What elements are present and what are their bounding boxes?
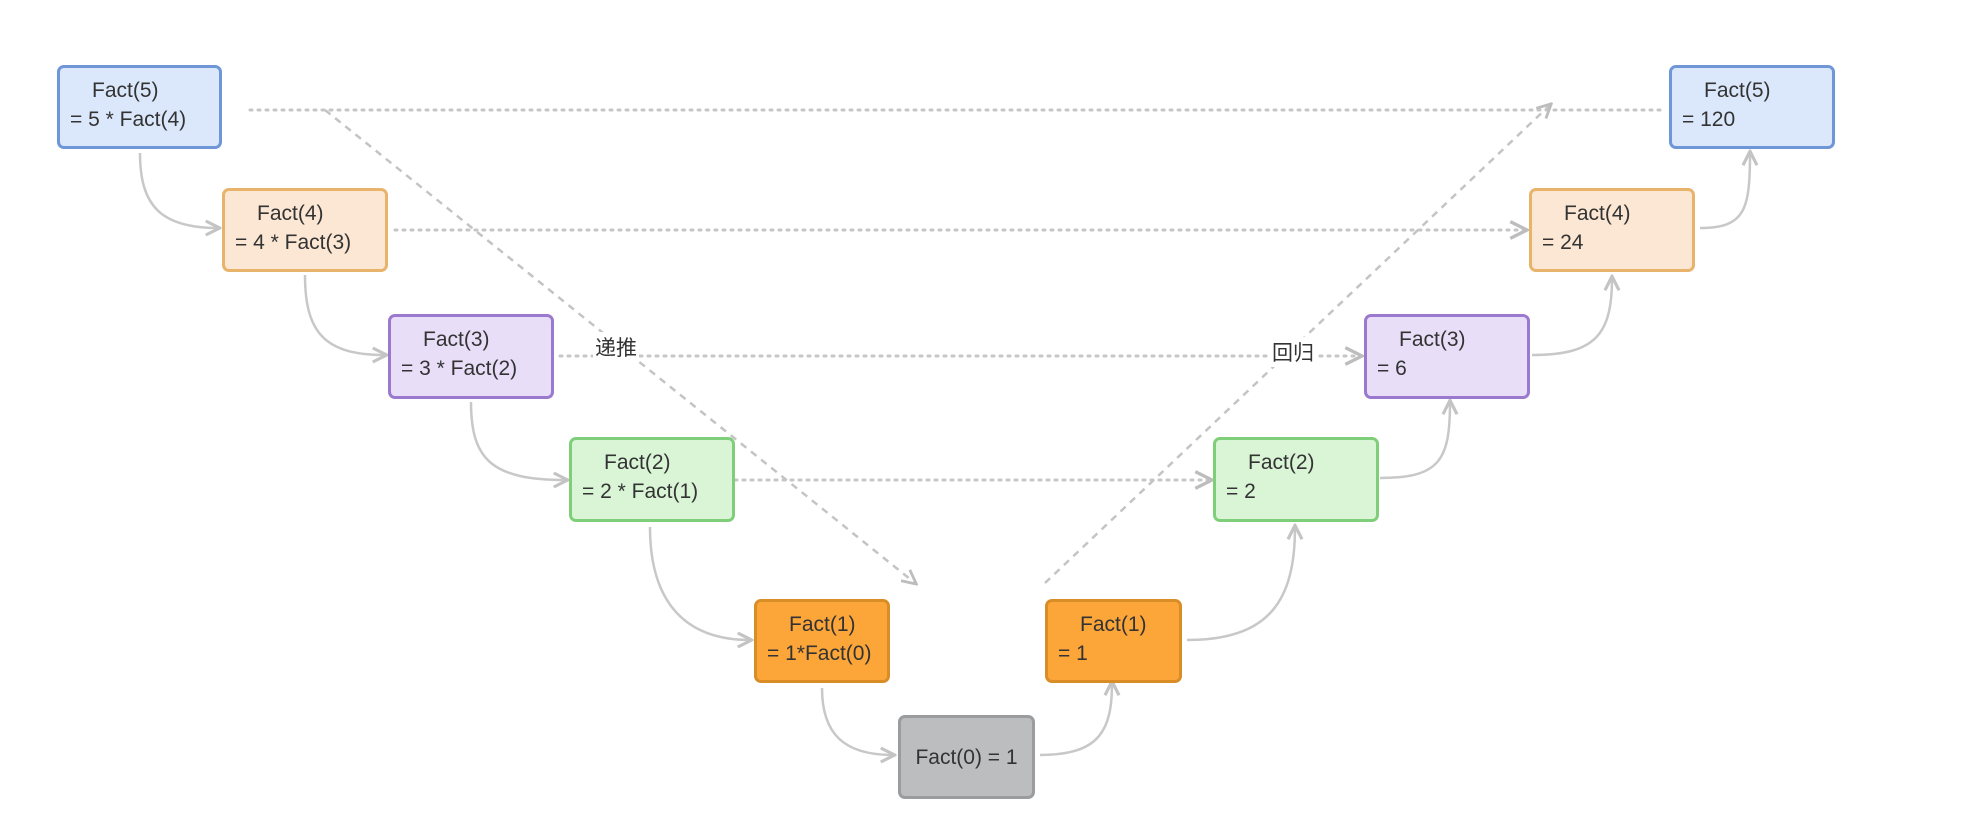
node-title: Fact(2)	[604, 451, 671, 474]
recursion-label: 递推	[593, 332, 639, 362]
node-left-fact3[interactable]: Fact(3) = 3 * Fact(2)	[388, 314, 554, 399]
connector-fact1-to-fact2	[1186, 527, 1295, 642]
connector-fact4-to-fact3	[303, 274, 385, 355]
connector-fact5-to-fact4	[138, 152, 218, 228]
node-title: Fact(1)	[1080, 613, 1147, 636]
connector-fact2-to-fact1	[648, 526, 750, 640]
node-expression: = 5 * Fact(4)	[70, 108, 187, 131]
node-right-fact4[interactable]: Fact(4) = 24	[1529, 188, 1695, 272]
node-right-fact2[interactable]: Fact(2) = 2	[1213, 437, 1379, 522]
node-left-fact1[interactable]: Fact(1) = 1*Fact(0)	[754, 599, 890, 683]
node-title: Fact(3)	[1399, 328, 1466, 351]
node-title: Fact(2)	[1248, 451, 1315, 474]
node-right-fact5[interactable]: Fact(5) = 120	[1669, 65, 1835, 149]
node-title: Fact(3)	[423, 328, 490, 351]
node-title: Fact(4)	[257, 202, 324, 225]
node-expression: = 24	[1542, 231, 1584, 254]
node-expression: = 3 * Fact(2)	[401, 357, 518, 380]
node-expression: = 1*Fact(0)	[767, 642, 872, 665]
node-title: Fact(1)	[789, 613, 856, 636]
node-right-fact1[interactable]: Fact(1) = 1	[1045, 599, 1182, 683]
backtrack-label: 回归	[1270, 337, 1316, 367]
node-expression: = 2 * Fact(1)	[582, 480, 699, 503]
connector-fact3-to-fact4	[1531, 278, 1612, 357]
node-left-fact2[interactable]: Fact(2) = 2 * Fact(1)	[569, 437, 735, 522]
node-left-fact5[interactable]: Fact(5) = 5 * Fact(4)	[57, 65, 222, 149]
node-title: Fact(4)	[1564, 202, 1631, 225]
node-expression: Fact(0) = 1	[915, 745, 1018, 769]
node-expression: = 2	[1226, 480, 1256, 503]
connector-fact3-to-fact2	[469, 401, 566, 480]
node-title: Fact(5)	[92, 79, 159, 102]
connector-fact0-to-fact1	[1039, 683, 1112, 757]
node-expression: = 4 * Fact(3)	[235, 231, 352, 254]
node-expression: = 1	[1058, 642, 1088, 665]
node-base-fact0[interactable]: Fact(0) = 1	[898, 715, 1035, 799]
connector-fact1-to-fact0	[820, 687, 893, 755]
connector-fact2-to-fact3	[1379, 402, 1450, 480]
node-expression: = 120	[1682, 108, 1736, 131]
node-title: Fact(5)	[1704, 79, 1771, 102]
node-expression: = 6	[1377, 357, 1407, 380]
node-left-fact4[interactable]: Fact(4) = 4 * Fact(3)	[222, 188, 388, 272]
connector-fact4-to-fact5	[1699, 153, 1750, 230]
node-right-fact3[interactable]: Fact(3) = 6	[1364, 314, 1530, 399]
